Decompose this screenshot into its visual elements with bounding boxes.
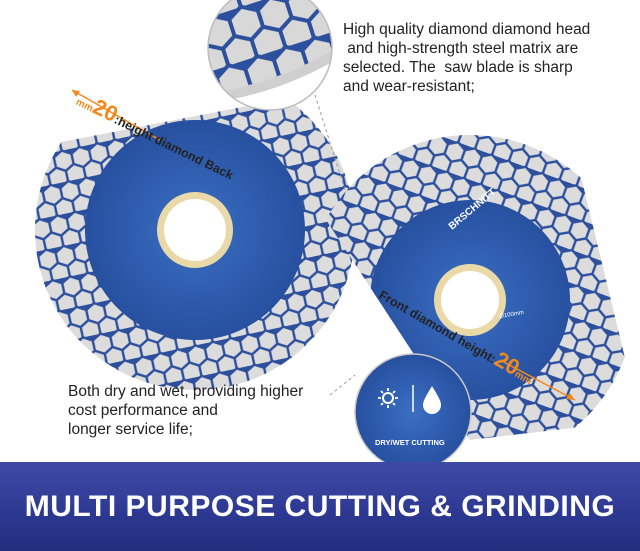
top-text-line-3: selected. The saw blade is sharp (343, 59, 573, 76)
left-measure-arrow (71, 89, 161, 141)
bottom-text-line-2: cost performance and (68, 402, 218, 419)
top-text-line-2: and high-strength steel matrix are (343, 40, 579, 57)
sun-icon (378, 388, 398, 408)
bottom-text-line-3: longer service life; (68, 421, 193, 438)
feature-text-top: High quality diamond diamond head and hi… (343, 20, 635, 96)
feature-text-bottom: Both dry and wet, providing higher cost … (68, 382, 338, 439)
bottom-banner: MULTI PURPOSE CUTTING & GRINDING (0, 462, 640, 551)
right-measure-arrow (499, 359, 576, 401)
top-text-line-1: High quality diamond diamond head (343, 21, 591, 38)
blade-bore-text: Ø100mm (499, 310, 524, 320)
top-zoom-circle (207, 0, 333, 111)
bottom-zoom-circle: DRY/WET CUTTING (354, 353, 472, 471)
water-drop-icon (423, 386, 441, 414)
banner-title: MULTI PURPOSE CUTTING & GRINDING (24, 490, 616, 523)
leader-line-bottom (329, 374, 356, 396)
leader-line-top (314, 94, 346, 191)
blade-size-text: 4" (476, 307, 493, 325)
bottom-text-line-1: Both dry and wet, providing higher (68, 383, 304, 400)
top-text-line-4: and wear-resistant; (343, 78, 475, 95)
dry-wet-label: DRY/WET CUTTING (375, 438, 445, 447)
left-blade-half (35, 90, 355, 390)
